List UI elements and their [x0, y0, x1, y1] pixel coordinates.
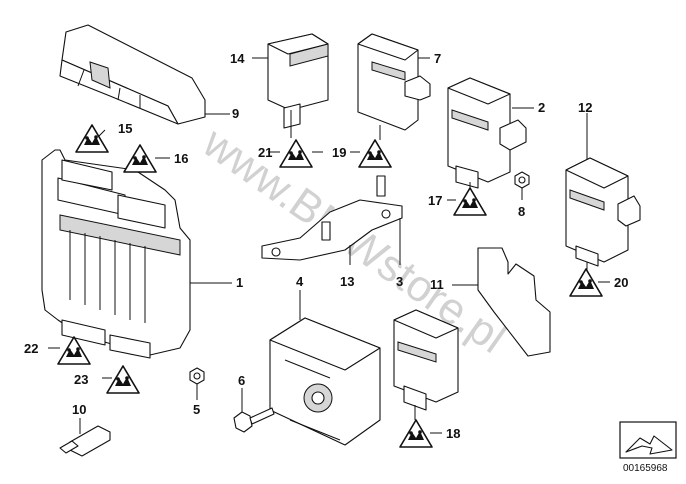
callout-21: 21	[258, 145, 272, 160]
callout-11: 11	[430, 277, 444, 292]
callout-9: 9	[232, 106, 239, 121]
callout-15: 15	[118, 121, 132, 136]
callout-20: 20	[614, 275, 628, 290]
warning-triangle-icon	[453, 187, 487, 216]
callout-5: 5	[193, 402, 200, 417]
callout-23: 23	[74, 372, 88, 387]
image-id-label: 00165968	[623, 463, 668, 474]
callout-17: 17	[428, 193, 442, 208]
part-relay-7	[357, 33, 431, 131]
callout-22: 22	[24, 341, 38, 356]
part-bracket-11	[477, 247, 551, 357]
part-bracket-13	[261, 175, 403, 261]
callout-labels: 9 1 14 7 2 12 8 11 3 13 4 5 6 10 21 19 1…	[24, 51, 628, 441]
warning-triangle-icon	[358, 139, 392, 168]
callout-6: 6	[238, 373, 245, 388]
part-nut-5	[189, 367, 205, 385]
callout-7: 7	[434, 51, 441, 66]
callout-13: 13	[340, 274, 354, 289]
part-relay-2	[447, 77, 527, 189]
warning-triangle-icon	[75, 124, 109, 153]
callout-1: 1	[236, 275, 243, 290]
callout-8: 8	[518, 204, 525, 219]
part-relay-3	[393, 309, 459, 411]
warning-triangle-icon	[399, 419, 433, 448]
warning-triangle-icon	[569, 268, 603, 297]
callout-14: 14	[230, 51, 245, 66]
callout-12: 12	[578, 100, 592, 115]
callout-16: 16	[174, 151, 188, 166]
warning-triangle-icon	[106, 365, 140, 394]
callout-2: 2	[538, 100, 545, 115]
nav-arrow-box[interactable]	[619, 421, 677, 459]
part-fuse-box	[41, 149, 191, 359]
part-nut-8	[514, 171, 530, 189]
callout-4: 4	[296, 274, 304, 289]
callout-10: 10	[72, 402, 86, 417]
callout-3: 3	[396, 274, 403, 289]
warning-triangle-icon	[279, 139, 313, 168]
part-cover	[59, 24, 206, 125]
part-holder-4	[269, 317, 381, 446]
navigation-arrow-icon	[625, 435, 673, 455]
part-relay-14	[267, 33, 329, 129]
part-relay-12	[565, 157, 641, 267]
part-connector-10	[59, 425, 111, 457]
callout-19: 19	[332, 145, 346, 160]
part-screw-6	[233, 407, 275, 433]
callout-18: 18	[446, 426, 460, 441]
warning-triangle-icon	[57, 336, 91, 365]
warning-triangle-icon	[123, 144, 157, 173]
